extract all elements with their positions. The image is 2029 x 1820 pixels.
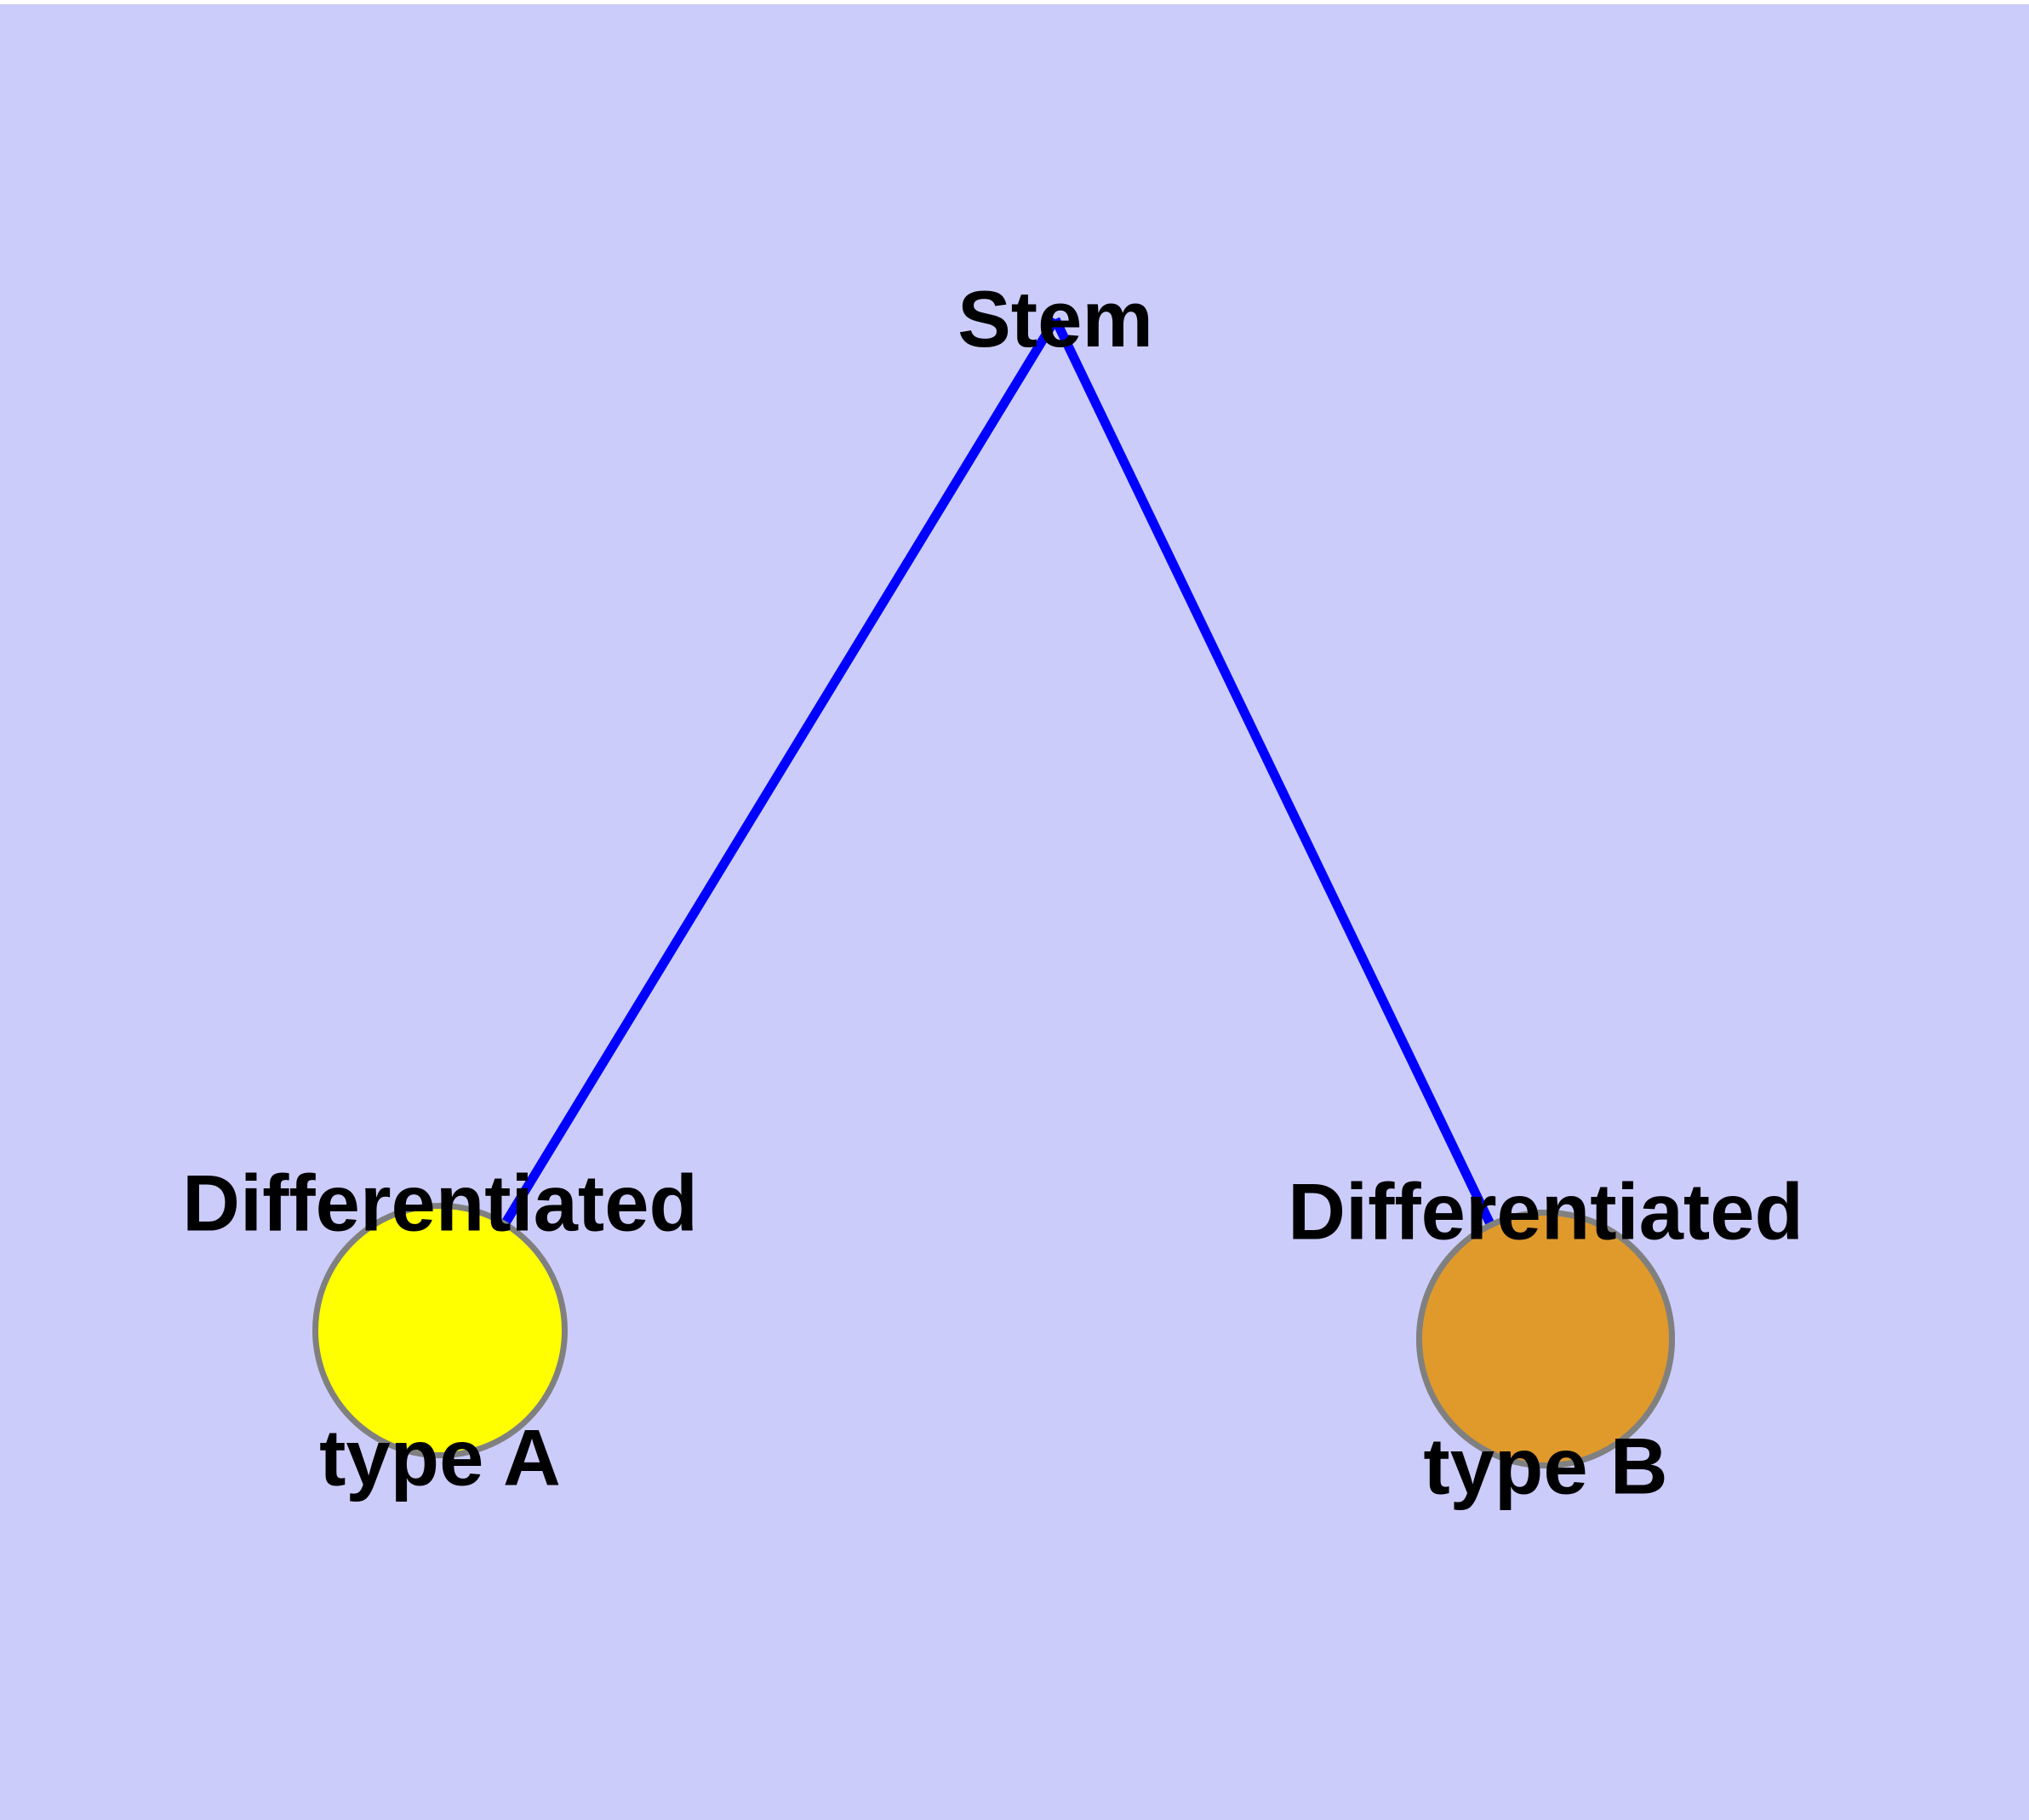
node-differentiated-type-b[interactable]	[1416, 1210, 1675, 1468]
edge-stem-to-differentiated-type-a	[436, 317, 1060, 1333]
edge-stem-to-differentiated-type-b	[1051, 317, 1550, 1342]
edge-layer	[436, 317, 1550, 1342]
node-stem[interactable]	[312, 1203, 568, 1458]
plot-background	[0, 4, 2029, 1820]
node-layer	[312, 1203, 1675, 1468]
